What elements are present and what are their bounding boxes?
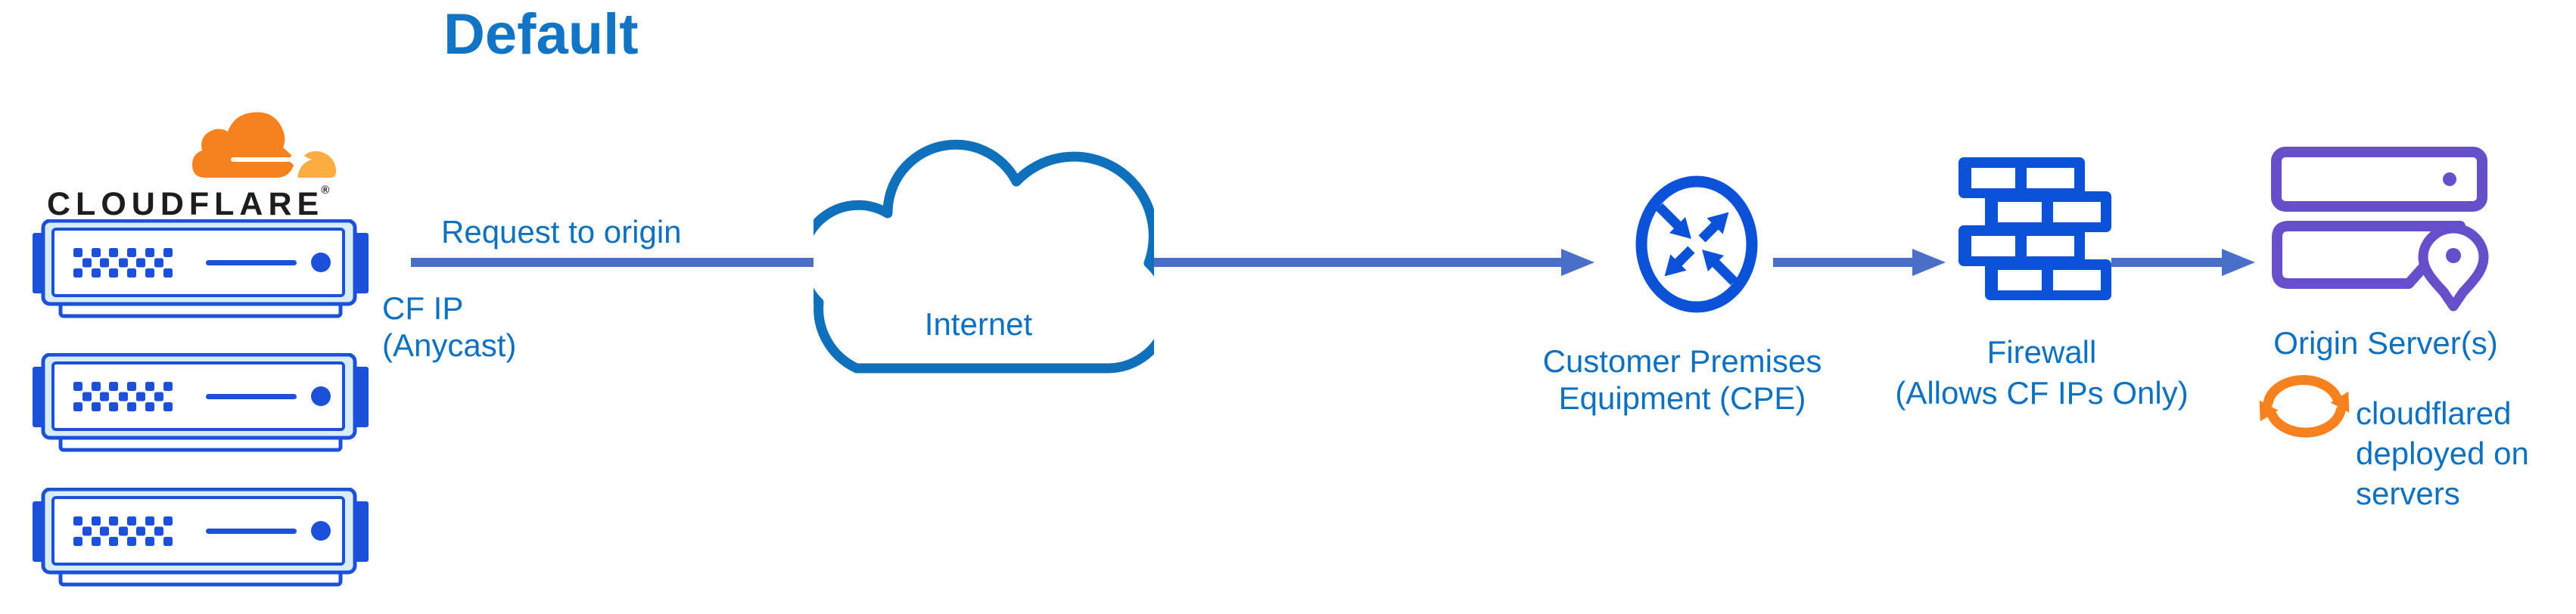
cloudflared-line2: deployed on [2356,436,2529,471]
cloudflared-line1: cloudflared [2356,395,2512,431]
registered-mark: ® [321,184,330,197]
cf-ip-line1: CF IP [382,290,464,326]
firewall-icon [1958,157,2111,300]
location-pin-icon [2418,223,2489,312]
flow-arrow-icon [2111,249,2255,276]
request-to-origin-label: Request to origin [441,214,682,250]
cpe-label-line1: Customer Premises [1542,343,1822,379]
origin-servers-label: Origin Server(s) [2273,325,2498,361]
firewall-label-line2: (Allows CF IPs Only) [1895,375,2189,411]
sync-arrows-icon [2259,375,2350,438]
cpe-label-line2: Equipment (CPE) [1558,380,1806,416]
cloudflare-wordmark: CLOUDFLARE® [47,184,330,222]
flow-arrow-icon [1773,249,1946,276]
page-title: Default [443,2,639,67]
firewall-label: Firewall (Allows CF IPs Only) [1879,332,2204,414]
cloudflare-server-icon [33,353,369,453]
cloudflared-line3: servers [2356,476,2460,511]
cloudflare-server-icon [33,488,369,588]
cpe-label: Customer Premises Equipment (CPE) [1531,343,1834,417]
cloudflared-label: cloudflared deployed on servers [2356,393,2529,513]
origin-servers-icon [2271,147,2489,312]
cf-ip-line2: (Anycast) [382,327,517,363]
cloudflare-logo-icon [192,112,337,178]
cf-ip-anycast-label: CF IP (Anycast) [382,290,516,364]
cpe-router-icon [1635,175,1758,313]
firewall-label-line1: Firewall [1986,334,2097,370]
internet-cloud-icon [814,139,1154,374]
internet-label: Internet [924,306,1033,342]
cloudflare-server-icon [33,219,369,319]
